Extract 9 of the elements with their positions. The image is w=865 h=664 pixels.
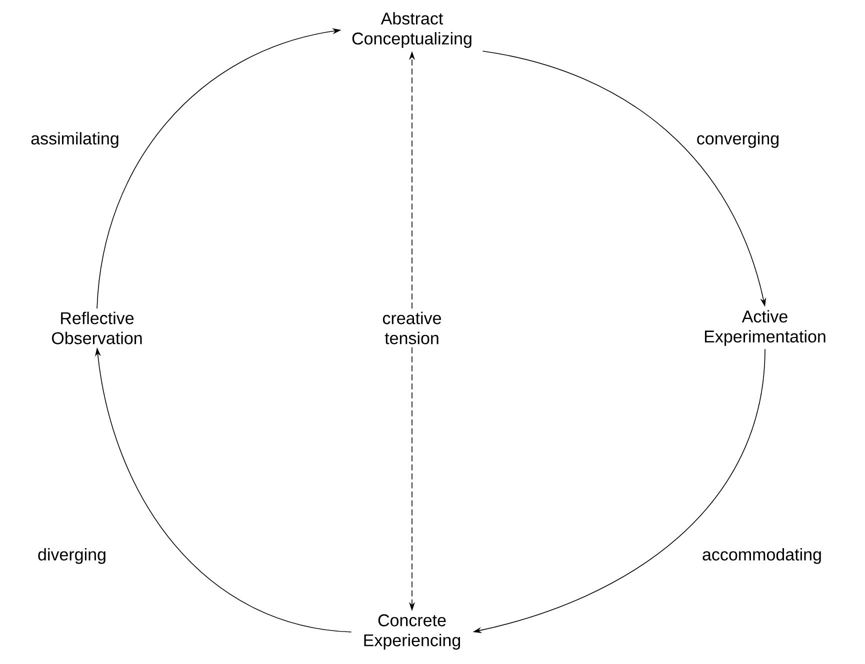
- concept-label: Concrete Experiencing: [364, 614, 460, 650]
- concept-label: Reflective Observation: [52, 312, 142, 344]
- concept-label: Abstract Conceptualizing: [352, 12, 472, 48]
- style-label: accommodating: [702, 548, 821, 564]
- center-label: creative tension: [382, 312, 441, 344]
- style-label: diverging: [38, 548, 106, 564]
- style-label: converging: [697, 132, 778, 148]
- concept-label: Active Experimentation: [704, 310, 826, 346]
- style-label: assimilating: [31, 132, 118, 148]
